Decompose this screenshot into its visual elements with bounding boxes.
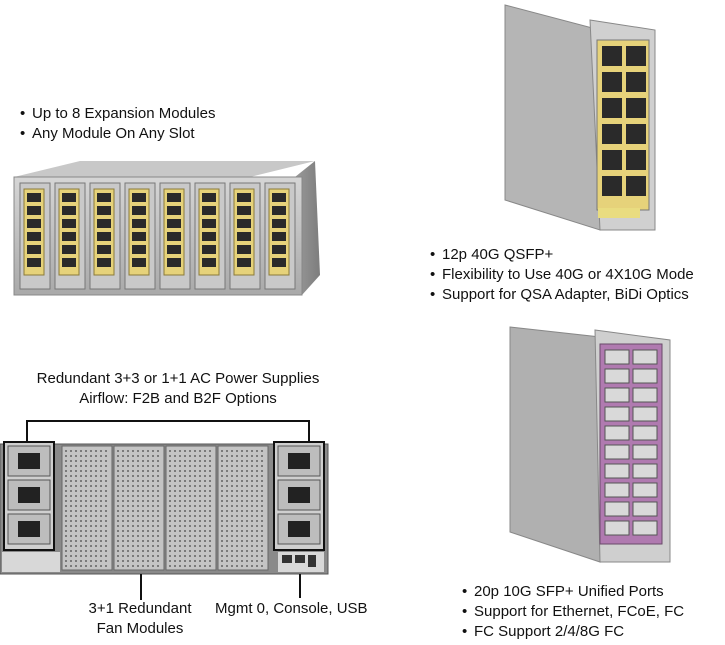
sfp-port bbox=[632, 406, 658, 422]
power-supply-caption-line1: Redundant 3+3 or 1+1 AC Power Supplies bbox=[36, 370, 320, 387]
sfp-port bbox=[632, 501, 658, 517]
psu-bracket-top bbox=[26, 420, 310, 422]
qsfp-port bbox=[626, 46, 646, 66]
sfp-port bbox=[604, 349, 630, 365]
qsfp-port bbox=[602, 98, 622, 118]
sfp-port bbox=[604, 425, 630, 441]
qsfp-port bbox=[602, 150, 622, 170]
sfp-port bbox=[632, 463, 658, 479]
qsfp-port bbox=[602, 72, 622, 92]
mgmt-leader-line bbox=[299, 574, 301, 598]
sfp-port bbox=[632, 425, 658, 441]
fan-caption: 3+1 Redundant Fan Modules bbox=[60, 599, 220, 639]
sfp-port bbox=[632, 387, 658, 403]
sfp-port bbox=[632, 368, 658, 384]
fan-caption-line1: 3+1 Redundant bbox=[88, 600, 192, 617]
power-supply-caption: Redundant 3+3 or 1+1 AC Power Supplies A… bbox=[18, 369, 338, 409]
sfp-port bbox=[604, 444, 630, 460]
sfp-feature-item: 20p 10G SFP+ Unified Ports bbox=[462, 582, 684, 602]
sfp-feature-item: Support for Ethernet, FCoE, FC bbox=[462, 602, 684, 622]
sfp-port bbox=[604, 368, 630, 384]
qsfp-feature-item: Flexibility to Use 40G or 4X10G Mode bbox=[430, 265, 694, 285]
sfp-module-image bbox=[509, 326, 671, 563]
qsfp-port bbox=[626, 124, 646, 144]
sfp-port bbox=[632, 520, 658, 536]
sfp-port bbox=[632, 482, 658, 498]
sfp-port bbox=[604, 463, 630, 479]
chassis-rear-image bbox=[0, 441, 329, 575]
chassis-feature-item: Up to 8 Expansion Modules bbox=[20, 104, 215, 124]
mgmt-caption: Mgmt 0, Console, USB bbox=[215, 600, 368, 617]
qsfp-port bbox=[626, 150, 646, 170]
qsfp-port bbox=[626, 176, 646, 196]
qsfp-module-image bbox=[504, 4, 656, 231]
psu-bracket-left bbox=[26, 420, 28, 442]
qsfp-feature-list: 12p 40G QSFP+ Flexibility to Use 40G or … bbox=[430, 245, 694, 305]
sfp-port bbox=[632, 349, 658, 365]
fan-caption-line2: Fan Modules bbox=[96, 620, 184, 637]
qsfp-port bbox=[602, 46, 622, 66]
qsfp-feature-item: 12p 40G QSFP+ bbox=[430, 245, 694, 265]
psu-bracket-right bbox=[308, 420, 310, 442]
sfp-port bbox=[604, 406, 630, 422]
qsfp-port bbox=[626, 72, 646, 92]
qsfp-port bbox=[602, 124, 622, 144]
qsfp-port bbox=[602, 176, 622, 196]
sfp-port bbox=[604, 520, 630, 536]
chassis-feature-list: Up to 8 Expansion Modules Any Module On … bbox=[20, 104, 215, 144]
chassis-feature-item: Any Module On Any Slot bbox=[20, 124, 215, 144]
sfp-port bbox=[604, 387, 630, 403]
fan-leader-line bbox=[140, 574, 142, 600]
chassis-front-image bbox=[13, 161, 320, 296]
sfp-port bbox=[604, 482, 630, 498]
sfp-feature-list: 20p 10G SFP+ Unified Ports Support for E… bbox=[462, 582, 684, 642]
qsfp-feature-item: Support for QSA Adapter, BiDi Optics bbox=[430, 285, 694, 305]
sfp-port bbox=[604, 501, 630, 517]
power-supply-caption-line2: Airflow: F2B and B2F Options bbox=[79, 390, 277, 407]
sfp-feature-item: FC Support 2/4/8G FC bbox=[462, 622, 684, 642]
sfp-port bbox=[632, 444, 658, 460]
qsfp-port bbox=[626, 98, 646, 118]
